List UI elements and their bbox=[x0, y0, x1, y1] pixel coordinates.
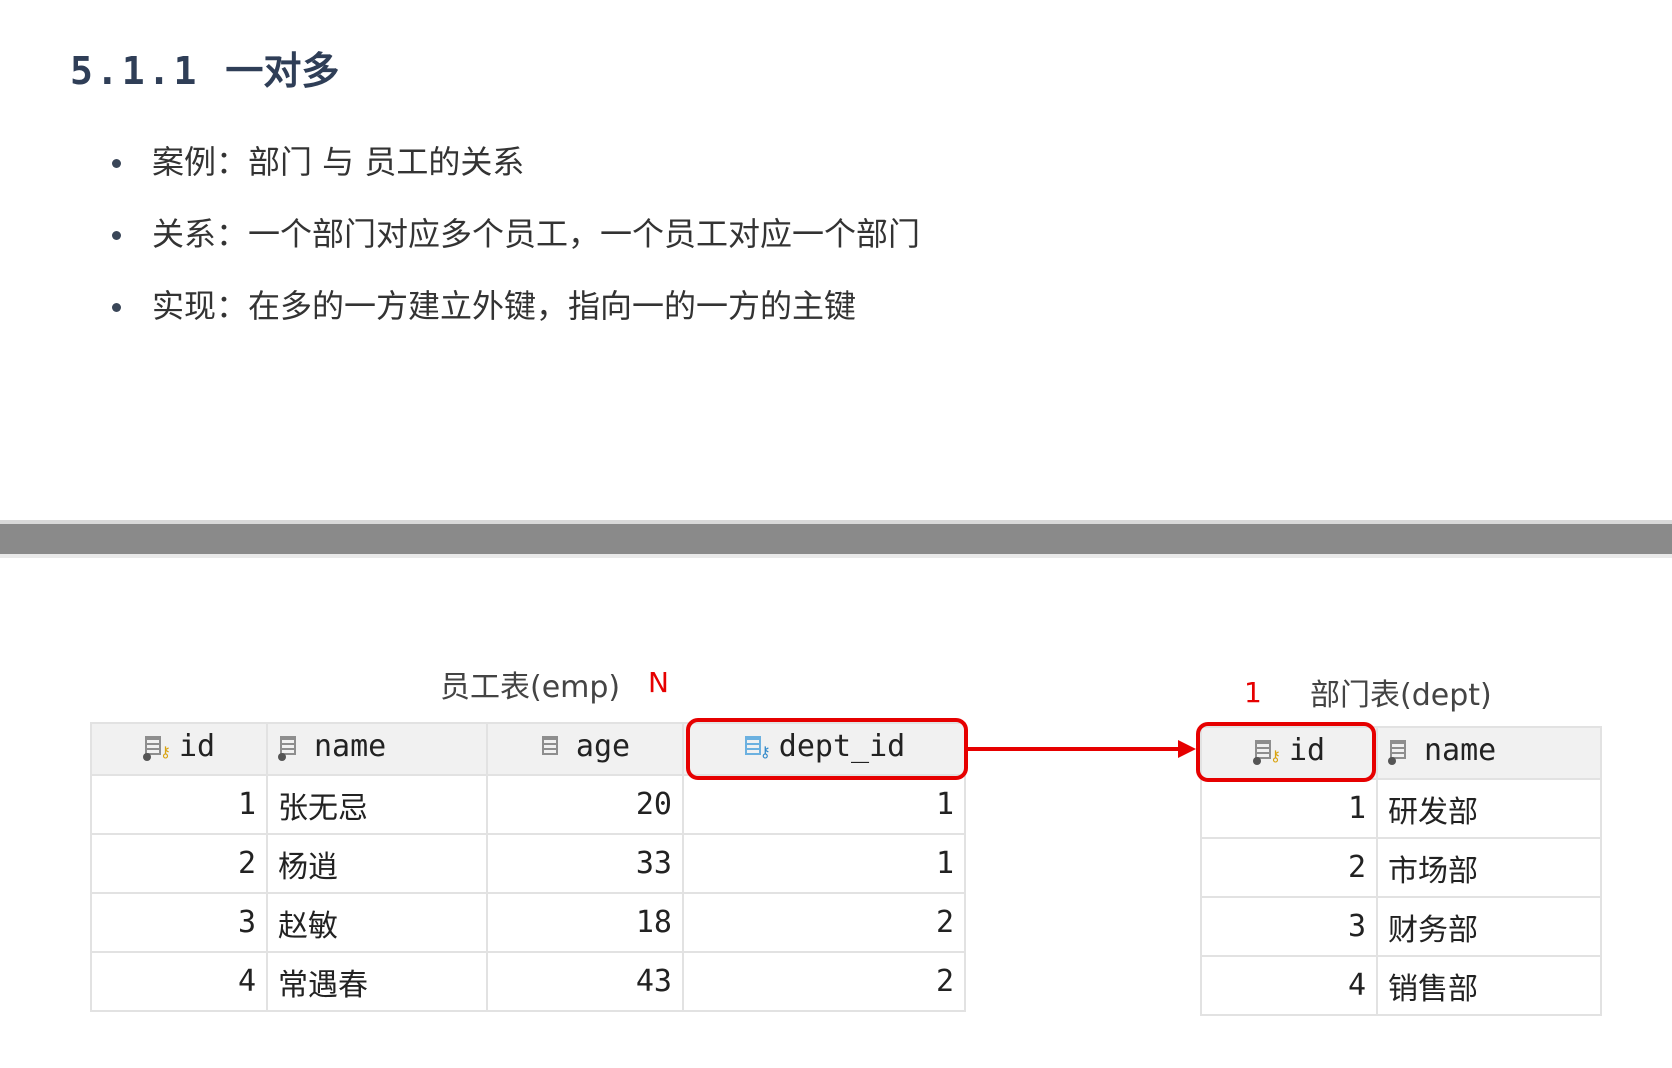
emp-col-id[interactable]: ⚷id bbox=[90, 722, 268, 776]
bullet-text: 案例：部门 与 员工的关系 bbox=[152, 143, 525, 181]
emp-cell-name: 张无忌 bbox=[266, 774, 488, 835]
emp-col-age[interactable]: age bbox=[486, 722, 684, 776]
dept-table-caption: 部门表(dept) bbox=[1310, 678, 1492, 713]
emp-table-caption: 员工表(emp) bbox=[440, 670, 621, 705]
bullet-item: 案例：部门 与 员工的关系 bbox=[112, 140, 920, 212]
emp-cell-id: 3 bbox=[90, 892, 268, 953]
primary-key-highlight bbox=[1196, 722, 1376, 782]
column-icon bbox=[278, 733, 306, 761]
table-row[interactable]: 3 赵敏 18 2 bbox=[90, 892, 966, 953]
emp-cell-age: 43 bbox=[486, 951, 684, 1012]
emp-cell-id: 2 bbox=[90, 833, 268, 894]
table-row[interactable]: 4 销售部 bbox=[1200, 955, 1602, 1016]
foreign-key-column-icon: ⚷ bbox=[743, 733, 771, 761]
section-divider bbox=[0, 520, 1672, 558]
table-row[interactable]: 1 张无忌 20 1 bbox=[90, 774, 966, 835]
dept-cell-id: 3 bbox=[1200, 896, 1378, 957]
primary-key-column-icon: ⚷ bbox=[1252, 737, 1281, 765]
table-row[interactable]: 4 常遇春 43 2 bbox=[90, 951, 966, 1012]
emp-cell-dept-id: 1 bbox=[682, 774, 966, 835]
foreign-key-highlight bbox=[686, 718, 968, 780]
section-number: 5.1.1 bbox=[70, 49, 200, 93]
bullet-item: 关系：一个部门对应多个员工，一个员工对应一个部门 bbox=[112, 212, 920, 284]
emp-header-row: ⚷id name age ⚷dept_id bbox=[90, 722, 966, 776]
section-heading: 5.1.1 一对多 bbox=[70, 40, 339, 95]
bullet-list: 案例：部门 与 员工的关系 关系：一个部门对应多个员工，一个员工对应一个部门 实… bbox=[112, 140, 920, 356]
emp-cell-name: 杨逍 bbox=[266, 833, 488, 894]
arrow-head-icon bbox=[1178, 740, 1196, 758]
primary-key-column-icon: ⚷ bbox=[142, 733, 171, 761]
emp-cell-dept-id: 1 bbox=[682, 833, 966, 894]
table-row[interactable]: 2 市场部 bbox=[1200, 837, 1602, 898]
bullet-dot-icon bbox=[112, 159, 121, 168]
dept-cell-id: 1 bbox=[1200, 778, 1378, 839]
emp-cell-name: 赵敏 bbox=[266, 892, 488, 953]
table-row[interactable]: 2 杨逍 33 1 bbox=[90, 833, 966, 894]
emp-table: ⚷id name age ⚷dept_id 1 张无忌 20 1 2 杨逍 33… bbox=[90, 722, 966, 1012]
dept-col-name[interactable]: name bbox=[1376, 726, 1602, 780]
dept-cell-name: 销售部 bbox=[1376, 955, 1602, 1016]
emp-cell-age: 20 bbox=[486, 774, 684, 835]
dept-cell-name: 研发部 bbox=[1376, 778, 1602, 839]
bullet-dot-icon bbox=[112, 231, 121, 240]
emp-col-dept-id[interactable]: ⚷dept_id bbox=[682, 722, 966, 776]
dept-cell-name: 市场部 bbox=[1376, 837, 1602, 898]
dept-cell-id: 4 bbox=[1200, 955, 1378, 1016]
table-row[interactable]: 1 研发部 bbox=[1200, 778, 1602, 839]
table-row[interactable]: 3 财务部 bbox=[1200, 896, 1602, 957]
emp-cell-id: 4 bbox=[90, 951, 268, 1012]
bullet-text: 实现：在多的一方建立外键，指向一的一方的主键 bbox=[152, 287, 857, 325]
emp-cell-id: 1 bbox=[90, 774, 268, 835]
dept-cell-id: 2 bbox=[1200, 837, 1378, 898]
emp-cell-dept-id: 2 bbox=[682, 892, 966, 953]
column-icon bbox=[1388, 737, 1416, 765]
emp-col-name[interactable]: name bbox=[266, 722, 488, 776]
dept-cardinality: 1 bbox=[1244, 676, 1262, 709]
bullet-text: 关系：一个部门对应多个员工，一个员工对应一个部门 bbox=[152, 215, 921, 253]
bullet-dot-icon bbox=[112, 303, 121, 312]
emp-cell-age: 18 bbox=[486, 892, 684, 953]
emp-cell-age: 33 bbox=[486, 833, 684, 894]
emp-cell-dept-id: 2 bbox=[682, 951, 966, 1012]
emp-cell-name: 常遇春 bbox=[266, 951, 488, 1012]
dept-table: ⚷id name 1 研发部 2 市场部 3 财务部 4 销售部 bbox=[1200, 726, 1602, 1016]
column-icon bbox=[540, 733, 568, 761]
bullet-item: 实现：在多的一方建立外键，指向一的一方的主键 bbox=[112, 284, 920, 356]
section-title: 一对多 bbox=[225, 49, 340, 93]
emp-cardinality: N bbox=[648, 666, 669, 699]
dept-cell-name: 财务部 bbox=[1376, 896, 1602, 957]
